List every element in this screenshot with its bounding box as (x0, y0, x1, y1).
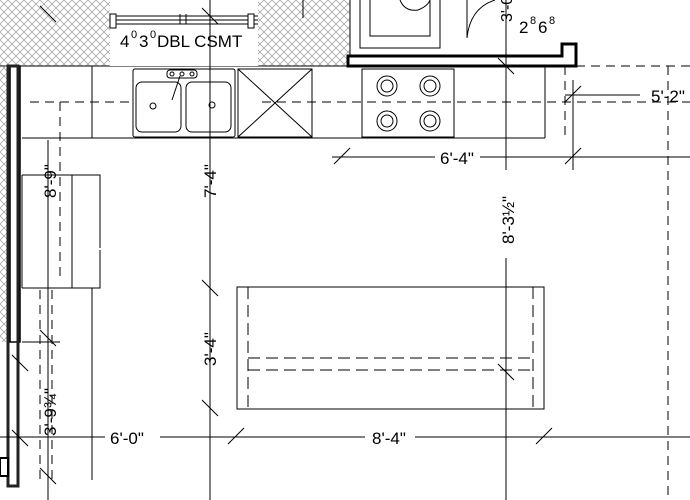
door-size-a-sup: 8 (530, 15, 536, 27)
exterior-wall-top (0, 0, 351, 67)
dishwasher (237, 68, 313, 138)
double-sink (132, 68, 236, 138)
window-size-a: 4 (120, 32, 129, 51)
dim-top-partial: 3'-0 (499, 0, 516, 22)
dim-7-4: 7'-4" (201, 164, 220, 198)
door-label: 2 8 6 8 (519, 15, 555, 37)
burner (419, 110, 441, 132)
dim-5-2: 5'-2" (651, 87, 685, 106)
dim-3-4: 3'-4" (201, 332, 220, 366)
casement-window (109, 13, 258, 66)
left-counter (21, 174, 101, 480)
door-size-b: 6 (538, 18, 547, 37)
window-size-b-sup: 0 (150, 29, 156, 41)
dim-6-0: 6'-0" (110, 429, 144, 448)
burner (376, 75, 398, 97)
dim-8-9: 8'-9" (41, 164, 60, 198)
pantry-wall (346, 0, 578, 68)
dim-8-3-half: 8'-3½" (499, 196, 518, 244)
window-size-b: 3 (139, 32, 148, 51)
door-size-a: 2 (519, 18, 528, 37)
cooktop (361, 68, 455, 138)
upper-counter (22, 66, 546, 280)
burner (419, 75, 441, 97)
dim-3-9-three-quarter: 3'-9¾" (41, 388, 60, 436)
dim-8-4: 8'-4" (372, 429, 406, 448)
window-type: DBL CSMT (157, 32, 242, 51)
burner (376, 110, 398, 132)
dim-6-4: 6'-4" (440, 149, 474, 168)
island (236, 286, 545, 410)
exterior-wall-left (0, 64, 21, 488)
door-size-b-sup: 8 (549, 15, 555, 27)
window-size-a-sup: 0 (131, 29, 137, 41)
overhead-lines (39, 65, 690, 500)
window-label: 4 0 3 0 DBL CSMT (120, 29, 242, 51)
